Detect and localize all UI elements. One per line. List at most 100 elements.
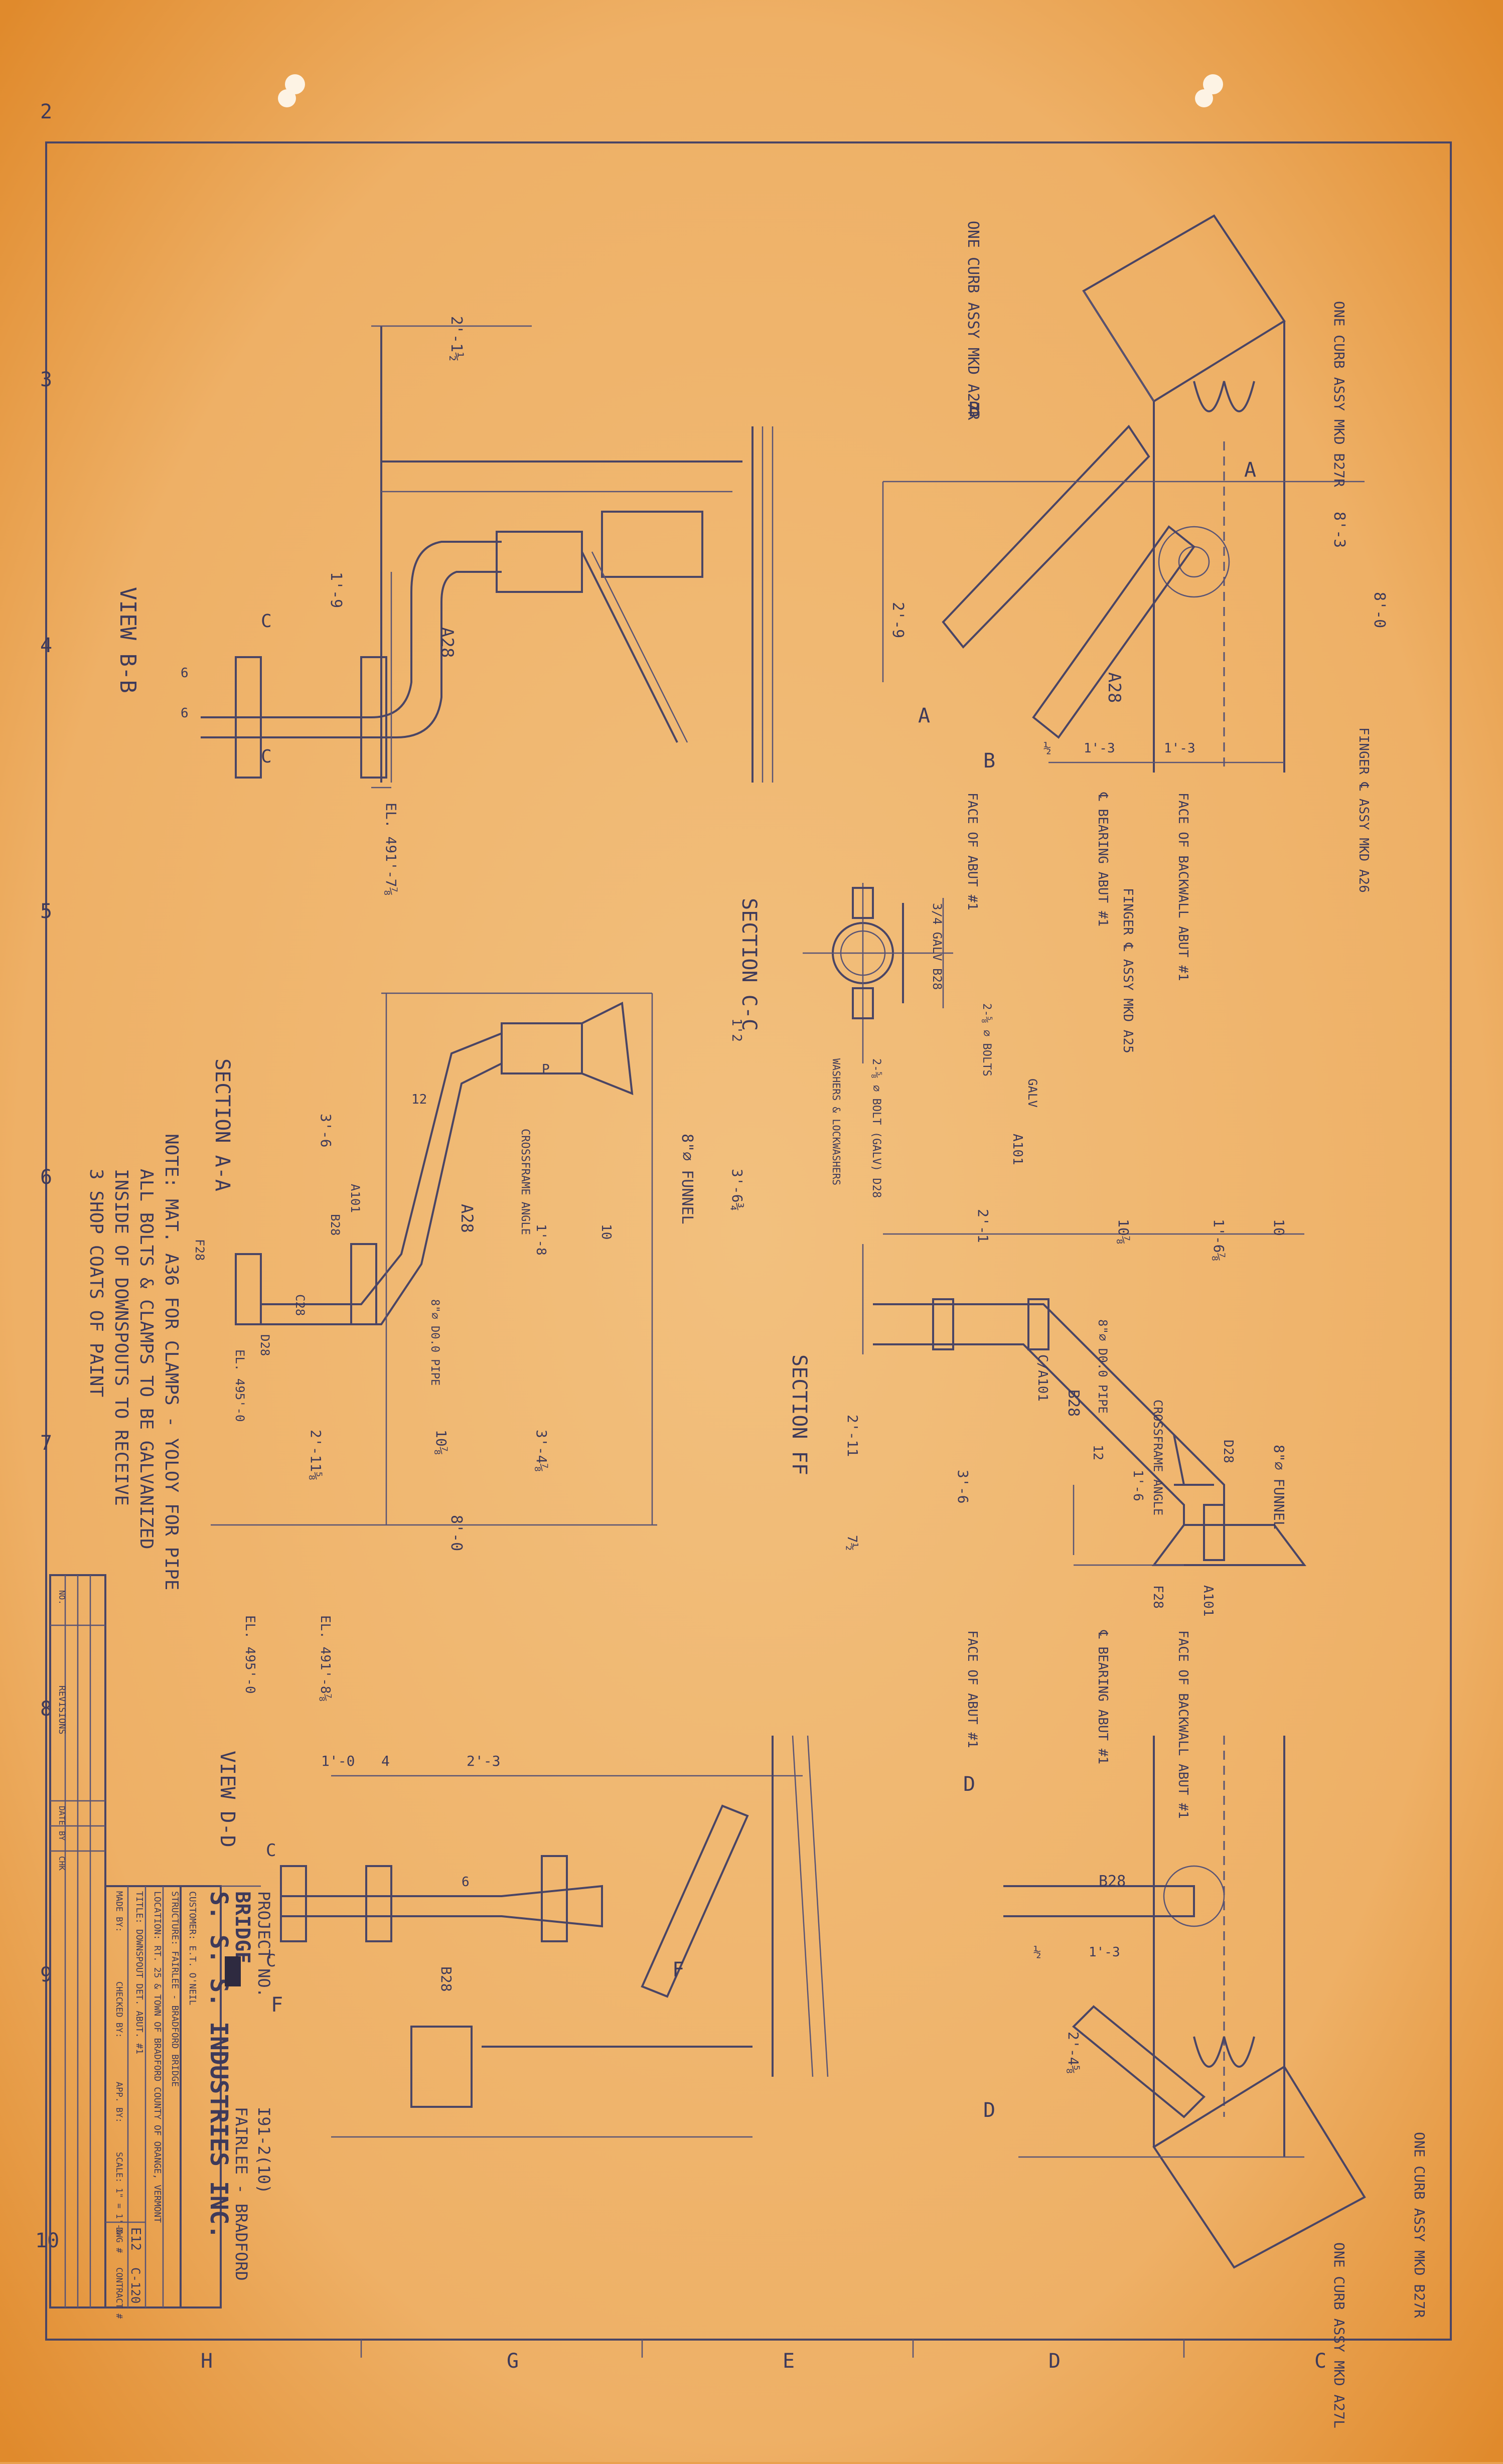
dd-dim-10: 1'-0: [321, 1753, 355, 1769]
aa-pipe: 8"⌀ D0.0 PIPE: [428, 1299, 441, 1385]
plan-bot-dim-24: 2'-4⅝: [1065, 2032, 1082, 2074]
rev-header: REVISIONS: [57, 1685, 67, 1735]
rev-chk-header: CHK: [57, 1856, 67, 1871]
rev-by-header: BY: [57, 1831, 67, 1841]
ff-dim-21: 2'-1: [975, 1209, 991, 1243]
view-bb-dim-top: 2'-1½: [447, 316, 465, 361]
plan-dim-29: 2'-9: [889, 602, 907, 638]
dd-dim-6: 6: [462, 1875, 470, 1890]
view-bb-sec-c-top: C: [261, 611, 272, 632]
plan-bot-b28: B28: [1099, 1873, 1126, 1890]
tb-company: S. S. S. INDUSTRIES INC.: [205, 1891, 233, 2239]
plan-bot-d-top: D: [963, 1773, 975, 1796]
view-dd-title: VIEW D-D: [216, 1751, 239, 1847]
plan-bot-dim-13: 1'-3: [1089, 1945, 1120, 1960]
view-dd: VIEW D-D EL. 491'-8⅞ EL. 495'-0 1'-0 4 2…: [216, 1615, 829, 2138]
grid-num-4: 4: [40, 634, 52, 657]
plan-curb1: ONE CURB ASSY MKD A27R: [964, 221, 982, 420]
view-bb-sec-c-bot: C: [261, 746, 272, 767]
section-ff-title: SECTION FF: [788, 1354, 811, 1475]
tb-project-no: I91-2(10): [254, 2107, 273, 2194]
section-cc-title: SECTION C-C: [737, 898, 761, 1031]
plan-finger: FINGER ℄ ASSY MKD A26: [1356, 727, 1371, 893]
section-aa: SECTION A-A 8"⌀ FUNNEL 3'-6¾ 3'-6 A28 A1…: [193, 992, 745, 1551]
plan-bot-brg: ℄ BEARING ABUT #1: [1095, 1630, 1110, 1764]
plan-bot-d-bot: D: [983, 2099, 995, 2122]
aa-dim-p: P: [542, 1062, 550, 1077]
grid-letter-c: C: [1314, 2350, 1326, 2373]
aa-dim-18: 1'-8: [533, 1224, 548, 1256]
tb-bridge-redaction: [225, 1956, 241, 1986]
dd-b28: B28: [438, 1966, 455, 1992]
grid-ticks: [360, 2340, 1185, 2358]
rev-no-header: NO.: [57, 1590, 67, 1605]
plan-a-top: A: [1244, 458, 1256, 482]
cc-a101: A101: [1010, 1134, 1025, 1165]
cc-galv: GALV: [1025, 1079, 1039, 1108]
note-block: NOTE: MAT. A36 FOR CLAMPS - YOLOY FOR PI…: [86, 1134, 182, 1590]
aa-funnel: 8"⌀ FUNNEL: [678, 1134, 696, 1224]
grid-num-7: 7: [40, 1432, 52, 1455]
ff-dim-10: 10⅞: [1115, 1219, 1132, 1245]
cc-bolts: 3/4 GALV B28: [930, 903, 944, 990]
tb-bridge: BRIDGE: [231, 1891, 254, 1964]
ff-dim-36: 3'-6: [955, 1470, 971, 1503]
aa-dim-12b: 12: [411, 1092, 427, 1107]
view-bb-title: VIEW B-B: [115, 587, 140, 693]
tb-structure: STRUCTURE: FAIRLEE - BRADFORD BRIDGE: [170, 1891, 180, 2087]
aa-dim-80: 8'-0: [447, 1515, 465, 1551]
dd-dim-23: 2'-3: [467, 1753, 500, 1769]
grid-num-10: 10: [35, 2229, 59, 2252]
grid-letters: H G E D C: [201, 2350, 1326, 2373]
dd-f2: F: [271, 1993, 283, 2017]
cc-washers: WASHERS & LOCKWASHERS: [830, 1058, 842, 1185]
ff-dim-211: 2'-11: [844, 1415, 861, 1457]
aa-crossframe: CROSSFRAME ANGLE: [519, 1129, 531, 1235]
view-bb-dim-left: 1'-9: [327, 572, 345, 608]
tb-scale: SCALE: 1" = 1'-0: [114, 2152, 124, 2234]
dd-f1: F: [672, 1958, 684, 1981]
ff-dim-12: 12: [1090, 1445, 1105, 1460]
view-bb-g1: 6: [181, 666, 189, 681]
note-line1: NOTE: MAT. A36 FOR CLAMPS - YOLOY FOR PI…: [161, 1134, 182, 1590]
ff-b28: B28: [1065, 1390, 1082, 1417]
tb-bridge-name: FAIRLEE - BRADFORD: [232, 2107, 251, 2281]
sheet-border: [45, 141, 1452, 2341]
dd-c-bot: C: [266, 1951, 276, 1971]
tb-dwg-label: DWG #: [114, 2227, 124, 2253]
aa-b28: B28: [328, 1214, 342, 1236]
plan-d-13a: 1'-3: [1084, 741, 1115, 756]
plan-bot-curb2: ONE CURB ASSY MKD A27L: [1331, 2242, 1347, 2428]
plan-b-bot: B: [983, 749, 995, 773]
tb-location: LOCATION: RT. 25 & TOWN OF BRADFORD COUN…: [152, 1891, 163, 2223]
cc-bolts2: 2-⅝ ⌀ BOLTS: [980, 1003, 993, 1076]
aa-dim-36b: 3'-6¾: [729, 1169, 745, 1211]
dd-elev1: EL. 491'-8⅞: [318, 1615, 333, 1702]
view-bb-pipe: A28: [437, 627, 457, 658]
ff-dim-7: 7½: [844, 1535, 859, 1551]
section-cc: SECTION C-C 3/4 GALV B28 2-⅝ ⌀ BOLTS GAL…: [737, 883, 1039, 1198]
aa-dim-104: 10⅞: [433, 1430, 449, 1455]
punch-holes: [278, 74, 1223, 107]
aa-d28: D28: [258, 1334, 272, 1356]
tb-checked: CHECKED BY:: [114, 1981, 124, 2038]
tb-title: TITLE: DOWNSPOUT DET. ABUT. #1: [134, 1891, 144, 2054]
tb-project: PROJECT NO.: [254, 1891, 273, 1997]
tb-app-by: APP. BY:: [114, 2082, 124, 2123]
plan-finger2: FINGER ℄ ASSY MKD A25: [1120, 888, 1135, 1053]
section-aa-title: SECTION A-A: [211, 1058, 234, 1191]
grid-letter-g: G: [507, 2350, 519, 2373]
aa-dim-12: 1'2: [729, 1018, 744, 1042]
aa-dim-211: 2'-11⅝: [308, 1430, 324, 1480]
tb-contract-label: CONTRACT #: [114, 2267, 124, 2319]
plan-dim-83: 8'-3: [1330, 512, 1348, 548]
ff-dim-16: 1'-6⅞: [1211, 1219, 1227, 1261]
ff-funnel: 8"⌀ FUNNEL: [1271, 1445, 1287, 1529]
ff-dim-10b: 10: [1271, 1219, 1287, 1236]
ff-d28: D28: [1221, 1440, 1236, 1463]
ff-c-a101: C/A101: [1035, 1354, 1050, 1402]
note-line2: ALL BOLTS & CLAMPS TO BE GALVANIZED: [136, 1169, 157, 1550]
aa-c28: C28: [293, 1294, 307, 1316]
